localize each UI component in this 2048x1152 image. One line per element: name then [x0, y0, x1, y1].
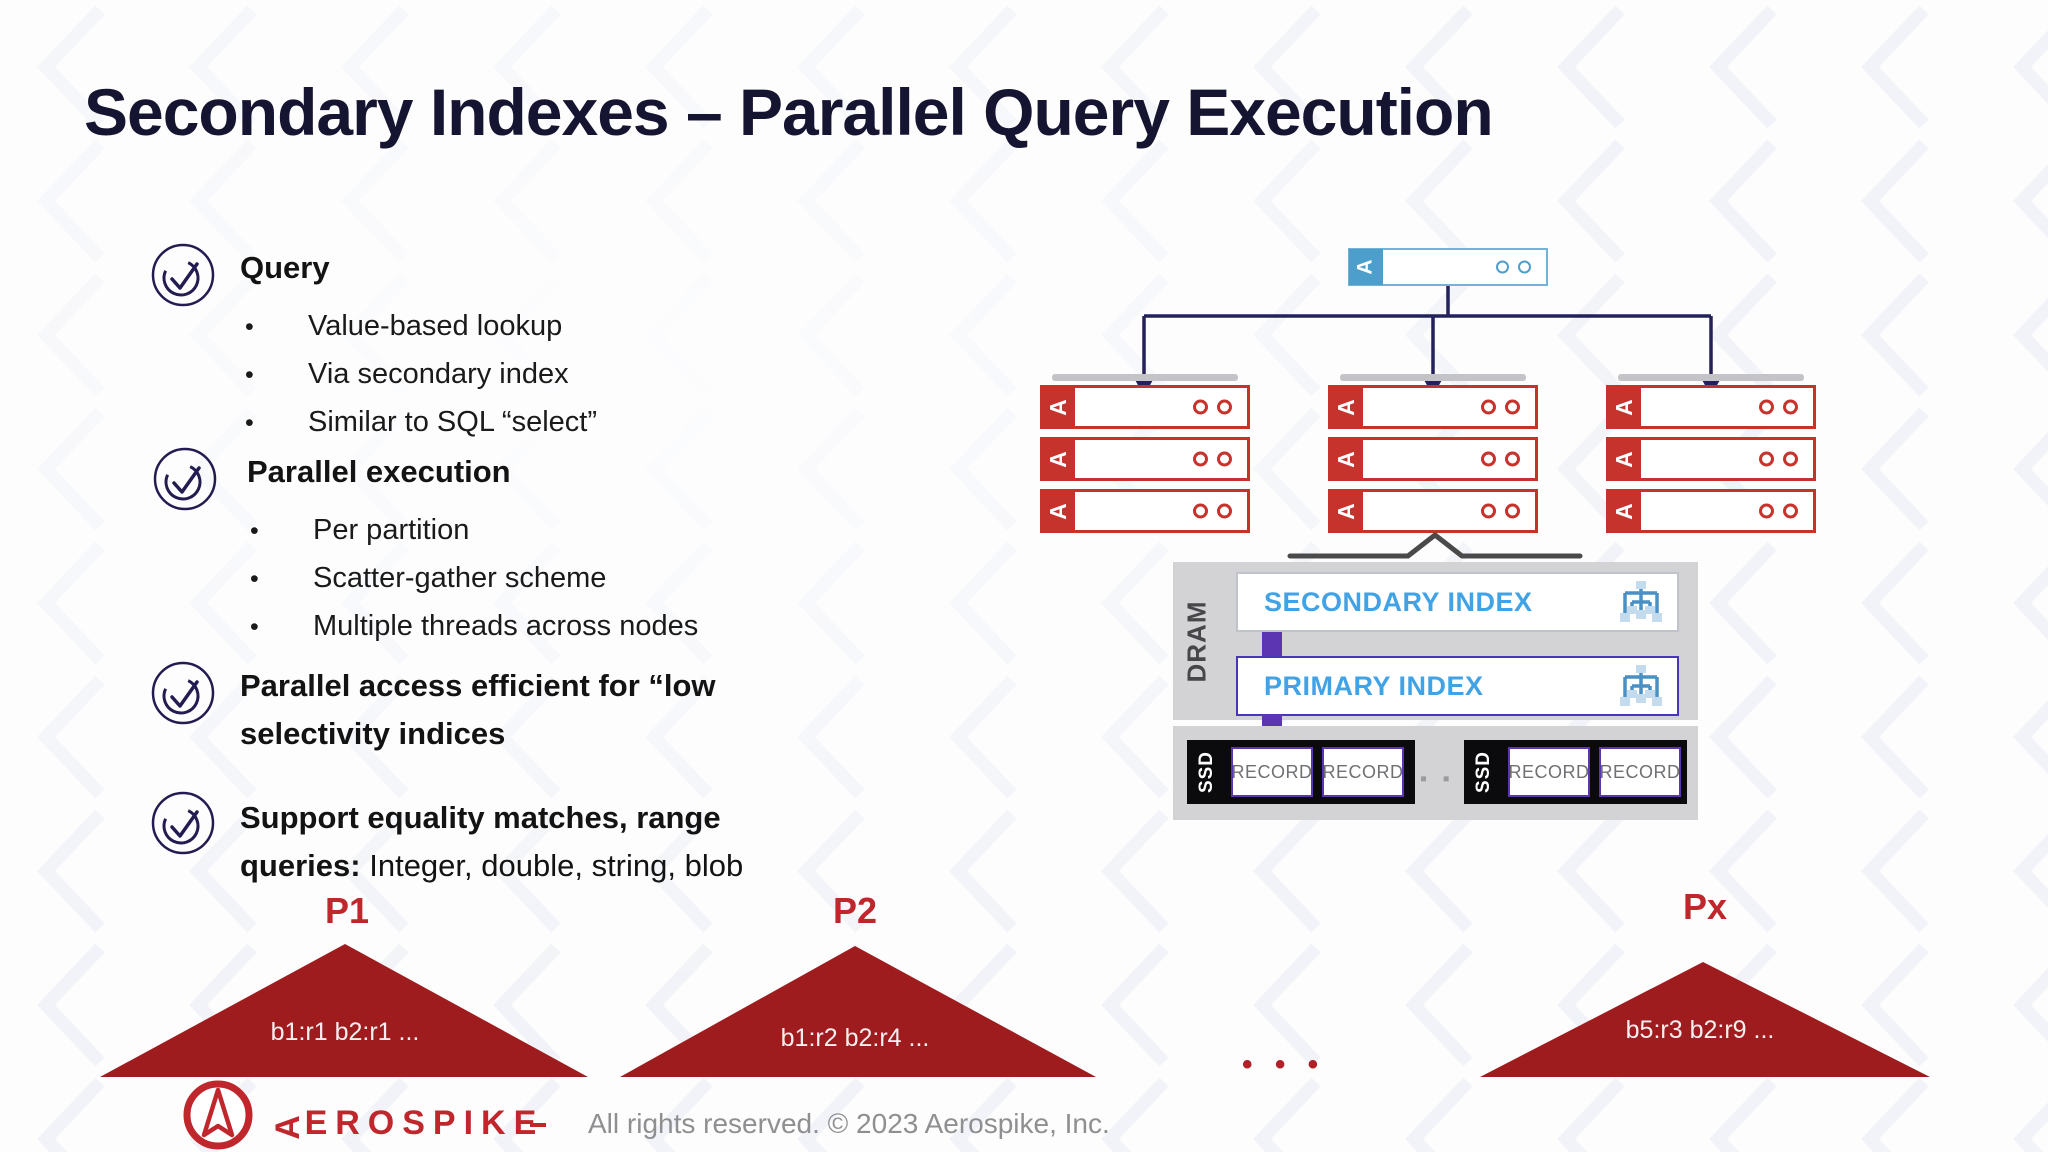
- bullet-item-text: Via secondary index: [308, 358, 569, 390]
- server-led-icons: [1193, 503, 1232, 519]
- server-node-box: A: [1040, 385, 1250, 429]
- server-node-box: A: [1606, 385, 1816, 429]
- partition-triangles: [100, 944, 1930, 1077]
- aerospike-mark-icon: A: [1042, 387, 1075, 427]
- bullet-item-text: Scatter-gather scheme: [313, 562, 607, 594]
- check-circle-icon: [151, 243, 215, 307]
- record-box: RECORD: [1322, 747, 1404, 797]
- aerospike-mark-icon: A: [1330, 439, 1363, 479]
- server-led-icons: [1759, 451, 1798, 467]
- bullet-item-text: Per partition: [313, 514, 470, 546]
- bullet-marker: •: [250, 517, 259, 545]
- bullet-heading: Parallel access efficient for “low selec…: [240, 668, 716, 751]
- server-node-box: A: [1328, 385, 1538, 429]
- aerospike-mark-icon: A: [1330, 491, 1363, 531]
- ssd-device-box: SSD RECORD RECORD: [1464, 740, 1687, 804]
- aerospike-wordmark: AEROSPIKE: [268, 1104, 547, 1143]
- index-connector: [1262, 632, 1282, 658]
- ssd-device-box: SSD RECORD RECORD: [1187, 740, 1415, 804]
- record-box: RECORD: [1508, 747, 1590, 797]
- bullet-heading-bold: Support equality matches, range queries:: [240, 800, 721, 883]
- bullet-marker: •: [250, 613, 259, 641]
- bullet-item-text: Value-based lookup: [308, 310, 563, 342]
- dram-panel: DRAM SECONDARY INDEX PRIMARY INDEX: [1173, 562, 1698, 742]
- stack-shadow: [1052, 374, 1238, 381]
- bullet-item: • Multiple threads across nodes: [250, 610, 698, 643]
- ssd-label: SSD: [1196, 750, 1218, 794]
- ssd-ellipsis: ▪ ▪ ▪: [1420, 768, 1478, 790]
- partition-records: b5:r3 b2:r9 ...: [1625, 1016, 1775, 1044]
- index-tree-icon: [1620, 665, 1662, 706]
- aerospike-mark-icon: A: [1042, 491, 1075, 531]
- aerospike-mark-icon: A: [1330, 387, 1363, 427]
- partition-records: b1:r1 b2:r1 ...: [270, 1018, 420, 1046]
- bullet-item-text: Multiple threads across nodes: [313, 610, 699, 642]
- aerospike-mark-icon: A: [1349, 249, 1383, 285]
- wordmark-initial: A: [268, 1107, 307, 1140]
- copyright-text: All rights reserved. © 2023 Aerospike, I…: [588, 1108, 1110, 1139]
- slide-title: Secondary Indexes – Parallel Query Execu…: [84, 75, 1494, 149]
- server-node-box: A: [1040, 489, 1250, 533]
- primary-index-box: PRIMARY INDEX: [1236, 656, 1679, 716]
- partition-label: Px: [1683, 886, 1728, 927]
- check-circle-icon: [151, 791, 215, 855]
- secondary-index-label: SECONDARY INDEX: [1264, 586, 1533, 617]
- server-led-icons: [1193, 451, 1232, 467]
- server-node-box: A: [1606, 489, 1816, 533]
- check-circle-icon: [151, 661, 215, 725]
- bullet-item: • Value-based lookup: [245, 310, 562, 343]
- ssd-label: SSD: [1473, 750, 1495, 794]
- wordmark-text: EROSPIKE: [304, 1104, 545, 1142]
- stack-shadow: [1340, 374, 1526, 381]
- bullet-item: • Similar to SQL “select”: [245, 406, 597, 439]
- ssd-panel: SSD RECORD RECORD ▪ ▪ ▪ SSD RECORD RECOR…: [1173, 726, 1698, 820]
- server-led-icons: [1759, 399, 1798, 415]
- aerospike-logo-icon: [183, 1080, 253, 1150]
- bullet-item: • Per partition: [250, 514, 469, 547]
- bullet-item-text: Similar to SQL “select”: [308, 406, 597, 438]
- gather-brace: [1287, 532, 1583, 559]
- index-tree-icon: [1620, 581, 1662, 622]
- server-node-box: A: [1606, 437, 1816, 481]
- server-led-icons: [1496, 260, 1531, 274]
- server-led-icons: [1481, 503, 1520, 519]
- check-circle-icon: [153, 447, 217, 511]
- aerospike-mark-icon: A: [1608, 387, 1641, 427]
- server-node-box: A: [1328, 489, 1538, 533]
- partition-records: b1:r2 b2:r4 ...: [780, 1024, 930, 1052]
- stack-shadow: [1618, 374, 1804, 381]
- server-led-icons: [1481, 399, 1520, 415]
- server-node-box: A: [1328, 437, 1538, 481]
- bullet-heading: Support equality matches, range queries:…: [240, 794, 800, 890]
- bullet-heading: Parallel execution: [247, 454, 511, 489]
- record-box: RECORD: [1599, 747, 1681, 797]
- partition-ellipsis: • • •: [1242, 1048, 1326, 1081]
- wordmark-dash: [530, 1123, 547, 1128]
- bullet-marker: •: [245, 409, 254, 437]
- bullet-marker: •: [250, 565, 259, 593]
- server-led-icons: [1759, 503, 1798, 519]
- aerospike-mark-icon: A: [1042, 439, 1075, 479]
- bullet-marker: •: [245, 361, 254, 389]
- aerospike-mark-icon: A: [1608, 491, 1641, 531]
- server-led-icons: [1193, 399, 1232, 415]
- query-client-node: A: [1348, 248, 1548, 286]
- record-box: RECORD: [1231, 747, 1313, 797]
- bullet-item: • Scatter-gather scheme: [250, 562, 606, 595]
- server-node-box: A: [1040, 437, 1250, 481]
- partition-label: P1: [325, 890, 370, 931]
- server-led-icons: [1481, 451, 1520, 467]
- bullet-heading: Query: [240, 250, 330, 285]
- primary-index-label: PRIMARY INDEX: [1264, 670, 1484, 701]
- secondary-index-box: SECONDARY INDEX: [1236, 572, 1679, 632]
- bullet-item: • Via secondary index: [245, 358, 569, 391]
- aerospike-mark-icon: A: [1608, 439, 1641, 479]
- bullet-marker: •: [245, 313, 254, 341]
- dram-label: DRAM: [1181, 600, 1212, 682]
- partition-label: P2: [833, 890, 878, 931]
- bullet-heading-regular: Integer, double, string, blob: [360, 848, 744, 883]
